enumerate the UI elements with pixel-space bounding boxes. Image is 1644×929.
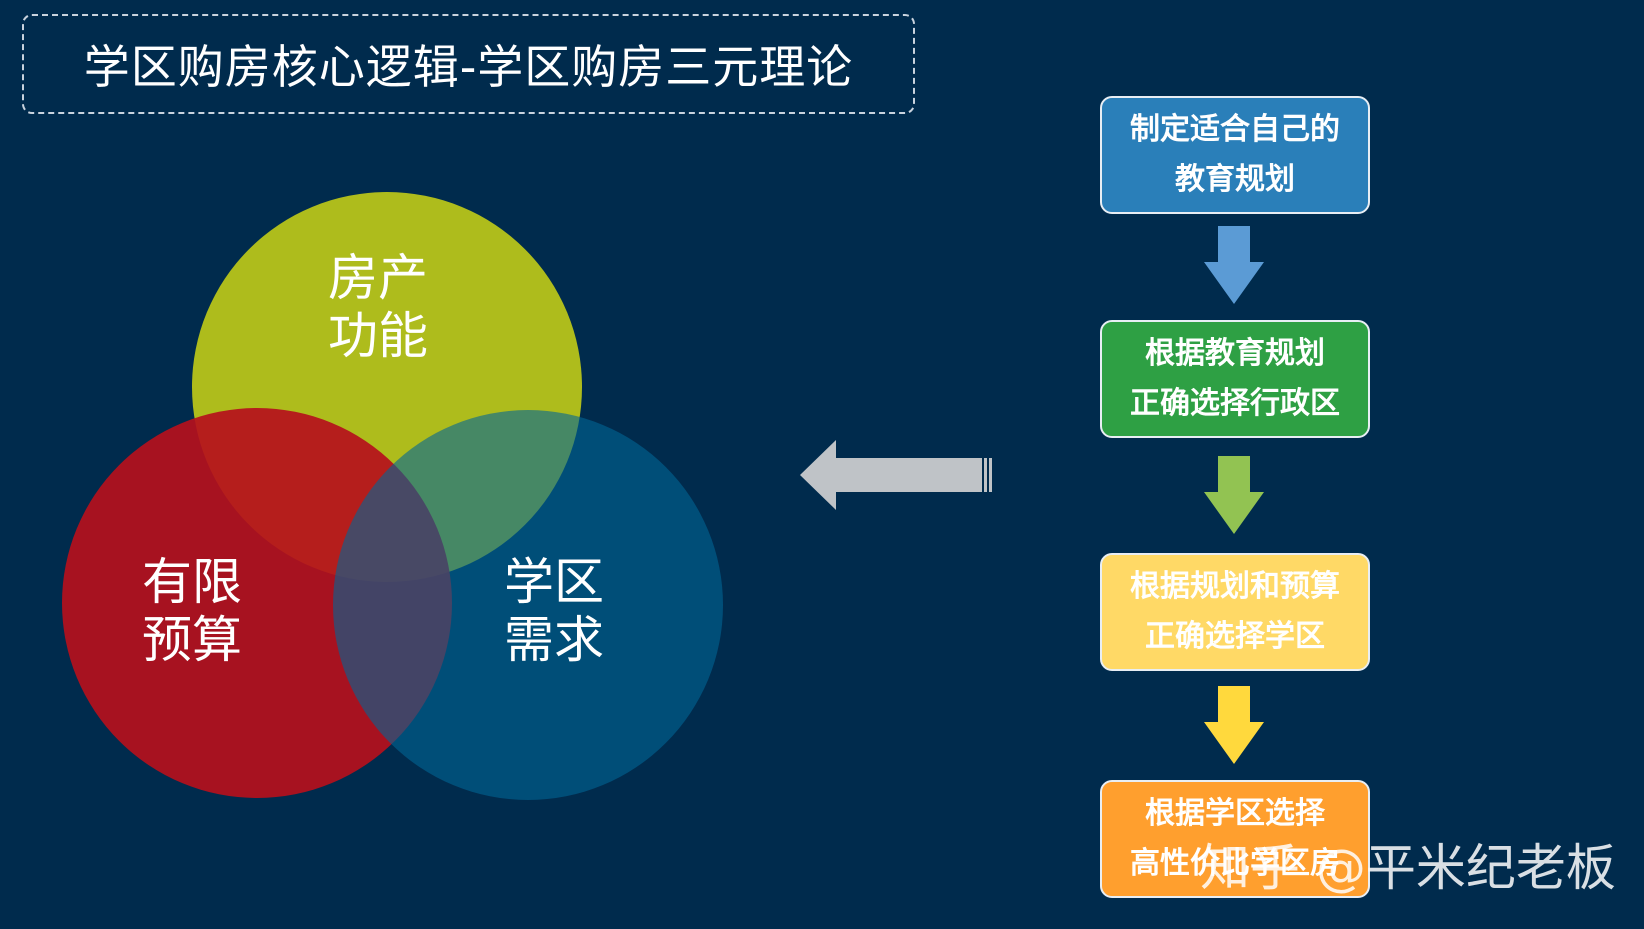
watermark: 知乎 @平米纪老板	[1200, 839, 1616, 897]
venn-circle-left	[62, 408, 452, 798]
venn-label-left: 有限 预算	[142, 553, 242, 669]
down-arrow-icon	[1204, 686, 1264, 764]
down-arrow-icon	[1204, 226, 1264, 304]
flow-step-education-plan: 制定适合自己的 教育规划	[1100, 96, 1370, 214]
flow-step-district: 根据教育规划 正确选择行政区	[1100, 320, 1370, 438]
flow-step-house: 根据学区选择 高性价比学区房	[1100, 780, 1370, 898]
venn-label-right: 学区 需求	[504, 553, 604, 669]
left-arrow-icon	[800, 440, 992, 510]
down-arrow-icon	[1204, 456, 1264, 534]
venn-circle-right	[333, 410, 723, 800]
page-title: 学区购房核心逻辑-学区购房三元理论	[83, 40, 854, 94]
title-frame: 学区购房核心逻辑-学区购房三元理论	[22, 14, 915, 114]
flow-step-school-zone: 根据规划和预算 正确选择学区	[1100, 553, 1370, 671]
venn-label-top: 房产 功能	[328, 249, 428, 365]
venn-diagram	[62, 192, 723, 800]
